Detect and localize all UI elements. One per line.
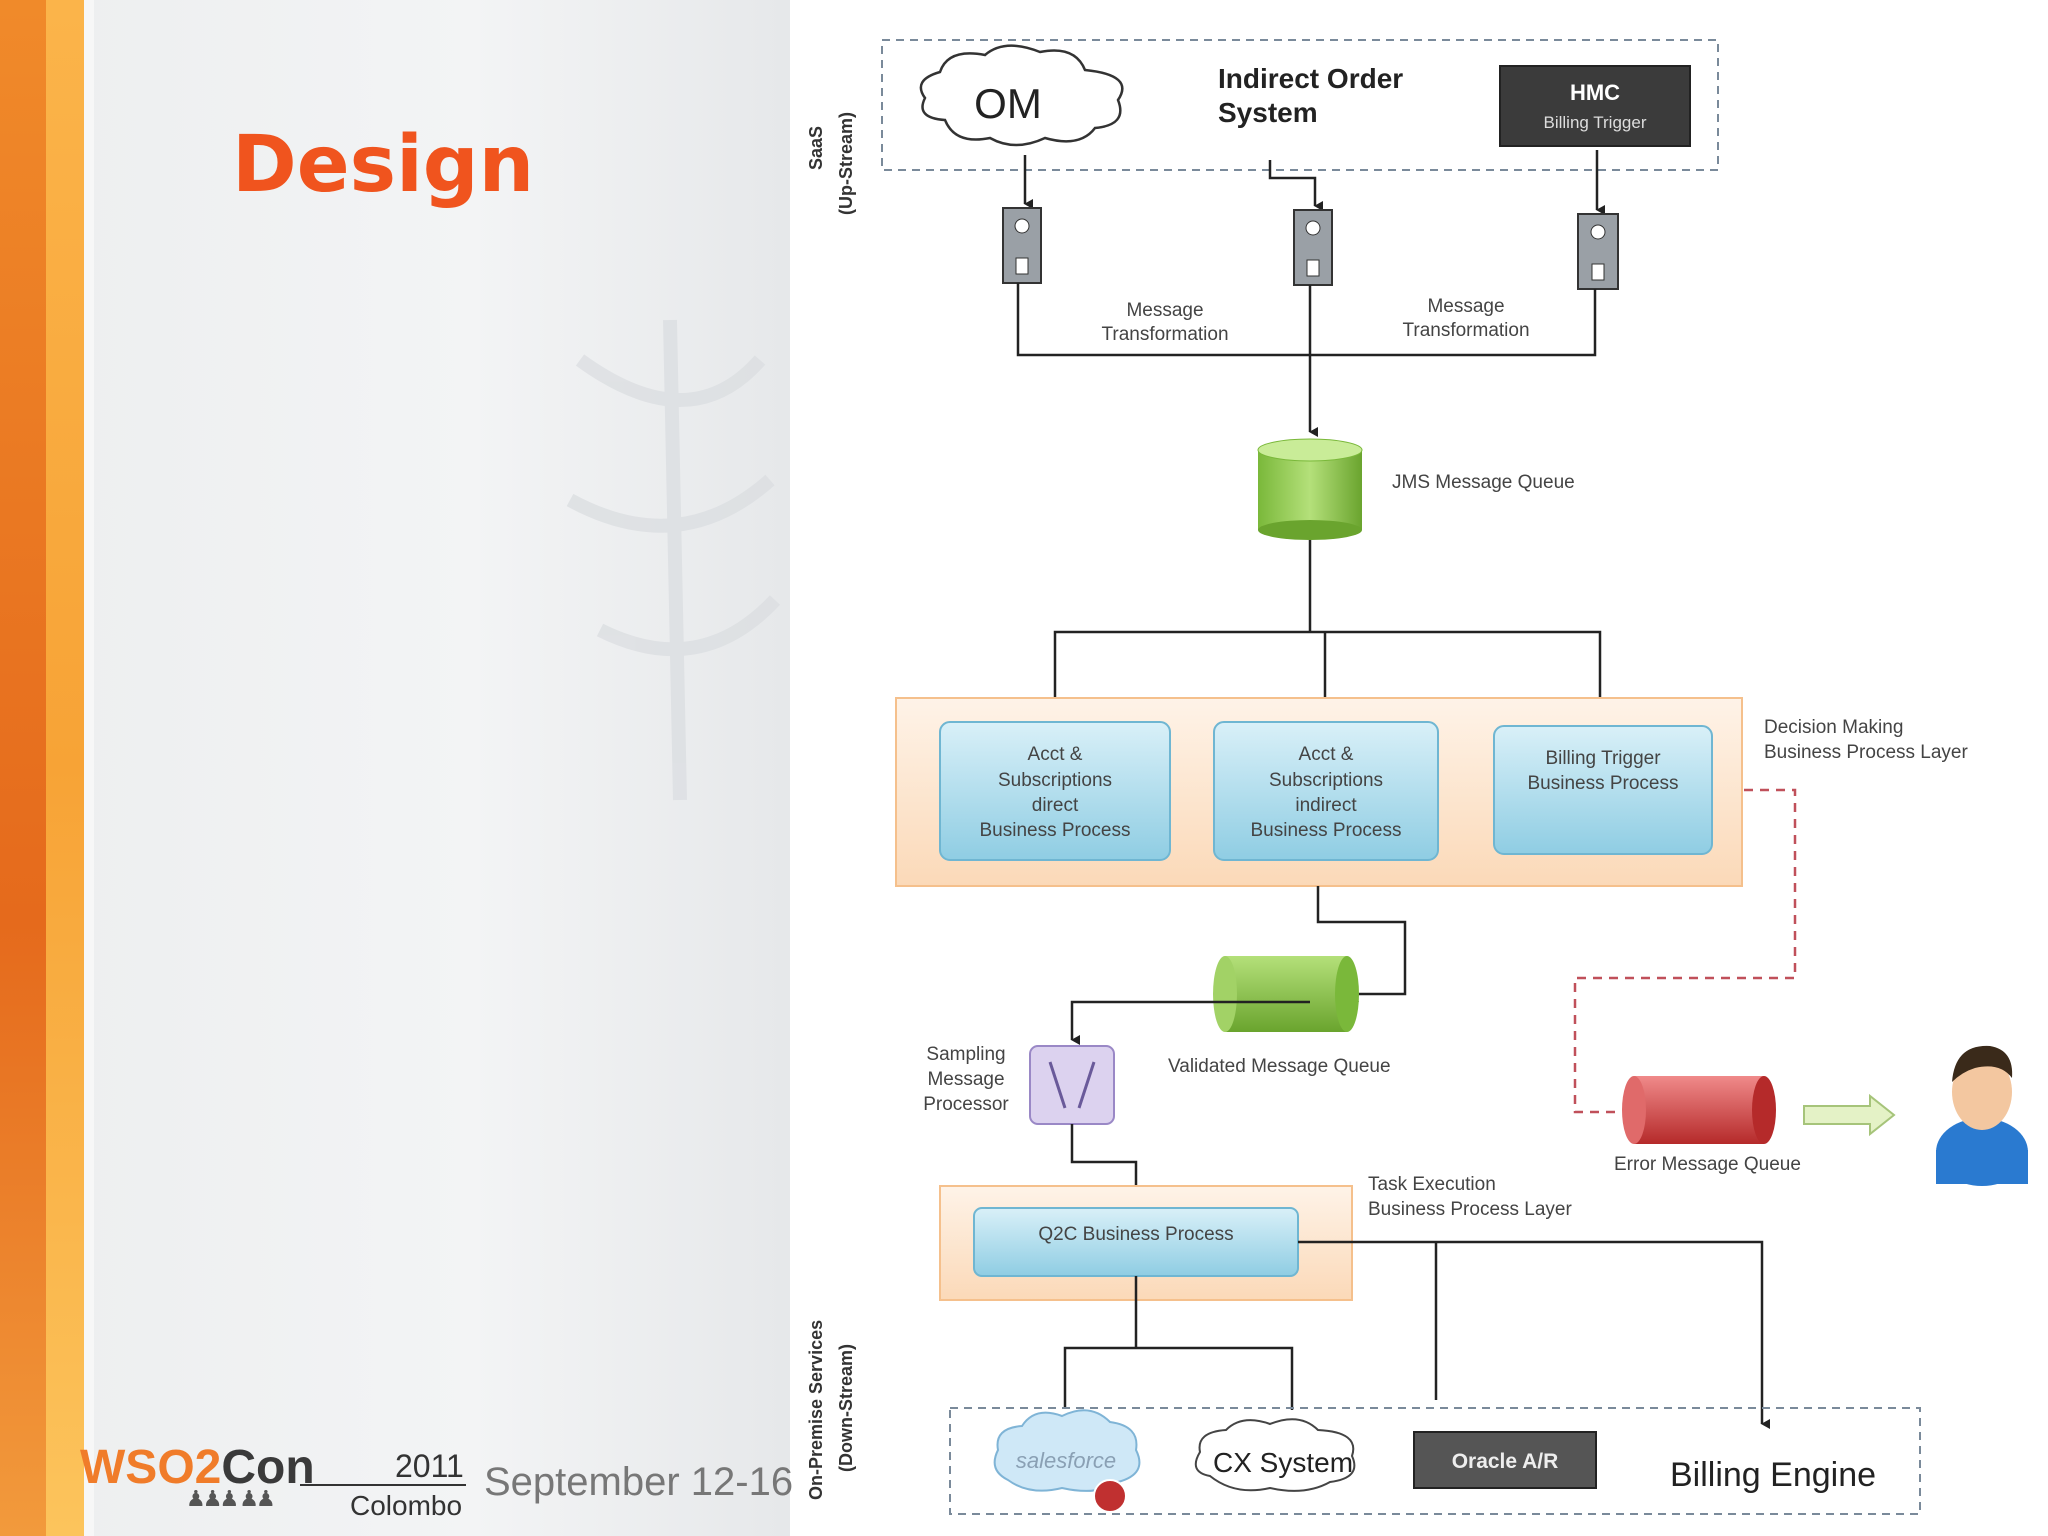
validated-queue-icon	[1213, 956, 1359, 1032]
footer-dates: September 12-16	[484, 1460, 794, 1504]
wso2con-logo: WSO2Con	[80, 1440, 315, 1495]
q2c-output-connector	[1063, 1240, 1762, 1424]
people-icon: ♟♟♟ ♟♟	[186, 1486, 276, 1511]
upstream-boundary	[881, 39, 1719, 171]
process-billing-trigger: Billing Trigger Business Process	[1493, 725, 1713, 855]
process-line: direct	[1032, 795, 1079, 816]
task-layer-label: Task Execution	[1368, 1174, 1496, 1195]
architecture-diagram: SaaS (Up-Stream) OM Indirect Order Syste…	[806, 39, 2028, 1515]
indirect-arrow	[1268, 160, 1323, 211]
error-path	[1573, 788, 1797, 1114]
sampling-label-2: Message	[927, 1069, 1004, 1090]
watermark-icon	[566, 319, 781, 801]
om-label: OM	[974, 80, 1042, 127]
process-line: Business Process	[1250, 820, 1401, 841]
cx-cloud-icon	[1194, 1418, 1356, 1492]
transform-label-left-2: Transformation	[1101, 324, 1228, 345]
process-line: Business Process	[1527, 773, 1678, 794]
fanout-connector	[1053, 540, 1600, 720]
validated-arrow	[1316, 886, 1407, 1002]
footer-city: Colombo	[350, 1490, 463, 1521]
salesforce-label: salesforce	[1016, 1448, 1116, 1473]
transform-label-right: Message	[1427, 296, 1504, 317]
decision-layer-label: Decision Making	[1764, 717, 1903, 738]
logo-con: Con	[221, 1441, 315, 1494]
jms-queue-icon	[1257, 438, 1363, 540]
cx-label: CX System	[1213, 1447, 1353, 1478]
footer-year: 2011	[395, 1448, 464, 1484]
jms-queue-label: JMS Message Queue	[1392, 472, 1575, 493]
accent-stripe-yellow	[46, 0, 84, 1536]
upstream-label: SaaS	[806, 126, 826, 170]
slide-title: Design	[232, 120, 535, 210]
hmc-box	[1499, 65, 1691, 147]
downstream-label: On-Premise Services	[806, 1320, 826, 1500]
oracle-label: Oracle A/R	[1452, 1450, 1559, 1473]
salesforce-badge-icon	[1093, 1479, 1127, 1513]
transform-label-left: Message	[1126, 300, 1203, 321]
process-line: Billing Trigger	[1545, 748, 1661, 769]
hmc-label: HMC	[1570, 80, 1620, 105]
sampling-arrow	[1070, 1000, 1310, 1045]
sampling-label: Sampling	[926, 1044, 1005, 1065]
hmc-sub-label: Billing Trigger	[1544, 113, 1647, 132]
process-line: Acct &	[1299, 744, 1354, 765]
footer-divider	[300, 1484, 466, 1486]
process-indirect: Acct & Subscriptions indirect Business P…	[1213, 721, 1439, 861]
transformer-icon-left	[1002, 207, 1042, 284]
indirect-order-label: Indirect Order	[1218, 63, 1403, 94]
downstream-boundary	[949, 1407, 1921, 1515]
om-cloud-icon	[919, 44, 1124, 147]
process-line: Acct &	[1028, 744, 1083, 765]
q2c-arrow	[1070, 1124, 1144, 1207]
sampling-label-3: Processor	[923, 1094, 1009, 1115]
decision-layer-label-2: Business Process Layer	[1764, 742, 1968, 763]
transformer-icon-right	[1577, 213, 1619, 290]
left-panel	[0, 0, 790, 1536]
billing-engine-label: Billing Engine	[1670, 1456, 1876, 1494]
indirect-order-label-2: System	[1218, 97, 1318, 128]
downstream-label-2: (Down-Stream)	[836, 1344, 856, 1472]
task-layer-label-2: Business Process Layer	[1368, 1199, 1572, 1220]
process-line: Subscriptions	[998, 770, 1112, 791]
salesforce-cloud-icon	[993, 1409, 1141, 1492]
upstream-label-2: (Up-Stream)	[836, 112, 856, 215]
accent-stripe-white	[84, 0, 94, 1536]
process-direct: Acct & Subscriptions direct Business Pro…	[939, 721, 1171, 861]
merge-connector	[1016, 283, 1597, 432]
validated-queue-label: Validated Message Queue	[1168, 1056, 1391, 1077]
transform-label-right-2: Transformation	[1402, 320, 1529, 341]
transformer-icon-middle	[1293, 209, 1333, 286]
user-arrow-icon	[1803, 1093, 1896, 1137]
sampling-processor-icon	[1029, 1045, 1115, 1125]
user-icon	[1936, 1045, 2028, 1186]
logo-wso2: WSO2	[80, 1441, 222, 1494]
oracle-box	[1413, 1431, 1597, 1489]
process-line: indirect	[1295, 795, 1357, 816]
error-queue-icon	[1622, 1076, 1776, 1144]
accent-stripe-orange	[0, 0, 46, 1536]
q2c-label: Q2C Business Process	[1038, 1224, 1233, 1245]
error-queue-label: Error Message Queue	[1614, 1154, 1801, 1175]
process-line: Subscriptions	[1269, 770, 1383, 791]
process-line: Business Process	[979, 820, 1130, 841]
